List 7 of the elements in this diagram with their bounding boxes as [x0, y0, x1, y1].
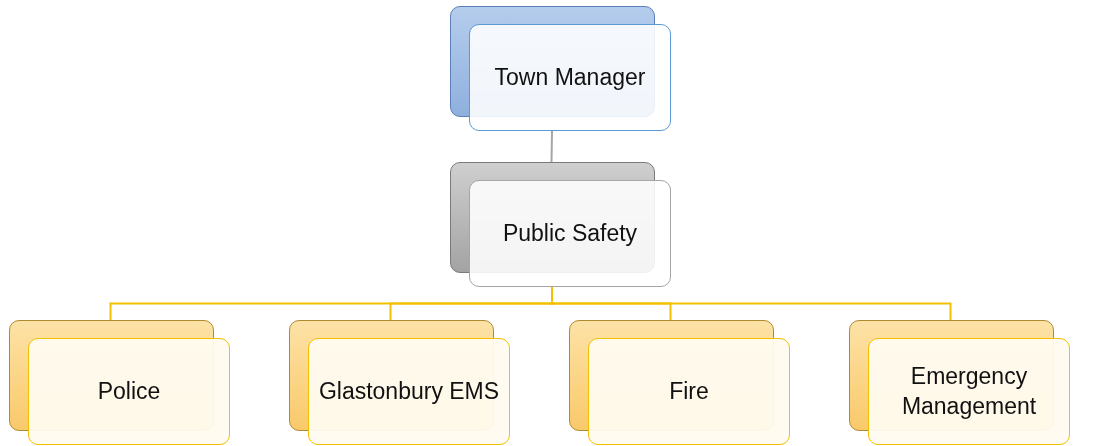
box-label: Emergency Management [900, 361, 1038, 421]
connector-line [550, 130, 553, 163]
box-label: Police [97, 376, 161, 406]
box-label: Glastonbury EMS [318, 376, 500, 406]
box-label: Public Safety [502, 218, 638, 248]
box-label: Fire [669, 376, 709, 406]
box-label: Town Manager [494, 62, 646, 92]
